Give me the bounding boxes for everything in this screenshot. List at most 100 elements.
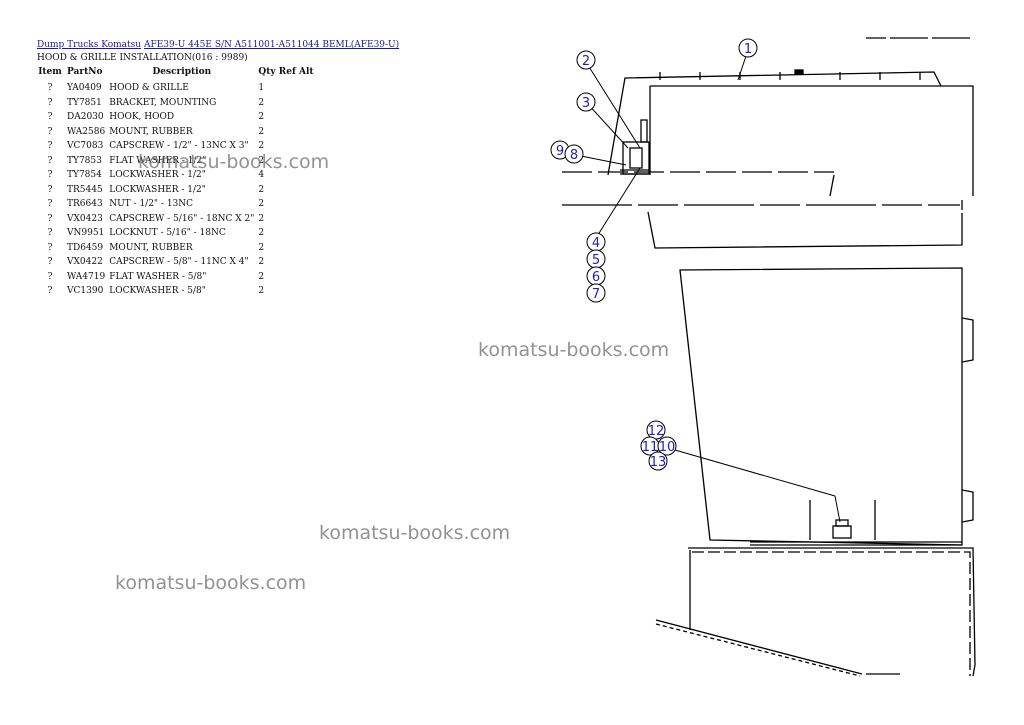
col-header-ref: Ref <box>278 67 296 77</box>
callout-12: 12 <box>646 420 666 440</box>
callout-label: 11 <box>642 440 659 455</box>
partno-cell: VC1390 <box>67 286 104 297</box>
callout-label: 1 <box>744 42 752 57</box>
callout-6: 6 <box>586 266 606 286</box>
partno-cell: WA2586 <box>67 126 106 137</box>
table-row: ? VX0422 CAPSCREW - 5/8" - 11NC X 4" 2 <box>37 255 318 270</box>
col-header-description: Description <box>152 67 212 77</box>
parts-table-header-row: Item PartNo Description Qty Ref Alt <box>37 66 318 81</box>
qty-cell: 2 <box>258 199 265 210</box>
description-cell: LOCKWASHER - 5/8" <box>109 286 206 297</box>
partno-cell: TY7851 <box>67 97 102 108</box>
description-cell: NUT - 1/2" - 13NC <box>109 199 194 210</box>
partno-cell: TR6643 <box>67 199 103 210</box>
callout-4: 4 <box>586 232 606 252</box>
item-cell: ? <box>47 112 53 123</box>
partno-cell: VX0422 <box>67 257 103 268</box>
callout-13: 13 <box>648 451 668 471</box>
qty-cell: 2 <box>258 286 265 297</box>
qty-cell: 2 <box>258 213 265 224</box>
item-cell: ? <box>47 213 53 224</box>
callout-label: 10 <box>659 440 676 455</box>
description-cell: MOUNT, RUBBER <box>109 242 193 253</box>
description-cell: FLAT WASHER - 5/8" <box>109 271 207 282</box>
partno-cell: VN9951 <box>67 228 105 239</box>
partno-cell: YA0409 <box>67 83 102 94</box>
callout-label: 8 <box>570 148 578 163</box>
callout-label: 7 <box>592 287 600 302</box>
qty-cell: 1 <box>258 83 265 94</box>
partno-cell: WA4719 <box>67 271 106 282</box>
callout-label: 2 <box>582 54 590 69</box>
callout-label: 4 <box>592 236 600 251</box>
callout-circle <box>576 50 596 70</box>
qty-cell: 4 <box>258 170 265 181</box>
drawing-lines <box>562 37 976 677</box>
item-cell: ? <box>47 126 53 137</box>
description-cell: CAPSCREW - 5/8" - 11NC X 4" <box>109 257 249 268</box>
qty-cell: 2 <box>258 97 265 108</box>
description-cell: BRACKET, MOUNTING <box>109 97 217 108</box>
item-cell: ? <box>47 257 53 268</box>
callout-circle <box>564 144 584 164</box>
partno-cell: VX0423 <box>67 213 103 224</box>
partno-cell: TY7853 <box>67 155 102 166</box>
table-row: ? TY7854 LOCKWASHER - 1/2" 4 <box>37 168 318 183</box>
watermark: komatsu-books.com <box>319 522 511 544</box>
breadcrumb-link-model[interactable]: AFE39-U 445E S/N A511001-A511044 BEML(AF… <box>143 40 400 50</box>
callout-circle <box>738 38 758 58</box>
col-header-partno: PartNo <box>67 67 103 77</box>
table-row: ? YA0409 HOOD & GRILLE 1 <box>37 81 318 96</box>
callout-5: 5 <box>586 249 606 269</box>
callout-label: 6 <box>592 270 600 285</box>
item-cell: ? <box>47 286 53 297</box>
partno-cell: TY7854 <box>67 170 102 181</box>
description-cell: MOUNT, RUBBER <box>109 126 193 137</box>
col-header-qty-ref-alt: Qty Ref Alt <box>258 66 317 81</box>
description-cell: FLAT WASHER - 1/2" <box>109 155 207 166</box>
item-cell: ? <box>47 83 53 94</box>
leader-lines <box>575 49 841 523</box>
description-cell: HOOD & GRILLE <box>109 83 189 94</box>
callout-circle <box>586 283 606 303</box>
partno-cell: DA2030 <box>67 112 104 123</box>
description-cell: LOCKWASHER - 1/2" <box>109 184 206 195</box>
callout-label: 12 <box>648 424 665 439</box>
callout-label: 9 <box>556 144 564 159</box>
qty-cell: 2 <box>258 155 265 166</box>
qty-cell: 2 <box>258 141 265 152</box>
qty-cell: 2 <box>258 112 265 123</box>
watermark: komatsu-books.com <box>115 572 307 594</box>
table-row: ? VC1390 LOCKWASHER - 5/8" 2 <box>37 284 318 299</box>
parts-table: Item PartNo Description Qty Ref Alt ? YA0… <box>37 66 318 299</box>
qty-cell: 2 <box>258 228 265 239</box>
callout-label: 3 <box>582 96 590 111</box>
item-cell: ? <box>47 141 53 152</box>
callout-3: 3 <box>576 92 596 112</box>
item-cell: ? <box>47 228 53 239</box>
callout-9: 9 <box>550 140 570 160</box>
qty-cell: 2 <box>258 257 265 268</box>
parts-table-body: ? YA0409 HOOD & GRILLE 1? TY7851 BRACKET, MOU… <box>37 81 318 299</box>
description-cell: LOCKWASHER - 1/2" <box>109 170 206 181</box>
qty-cell: 2 <box>258 184 265 195</box>
callout-circle <box>648 451 668 471</box>
item-cell: ? <box>47 170 53 181</box>
col-header-item: Item <box>38 67 62 77</box>
breadcrumb-link-dump-trucks[interactable]: Dump Trucks Komatsu <box>37 40 142 50</box>
callout-10: 10 <box>657 436 677 456</box>
callout-circle <box>576 92 596 112</box>
callout-7: 7 <box>586 283 606 303</box>
callout-label: 5 <box>592 253 600 268</box>
page-title: HOOD & GRILLE INSTALLATION(016 : 9989) <box>37 53 248 63</box>
